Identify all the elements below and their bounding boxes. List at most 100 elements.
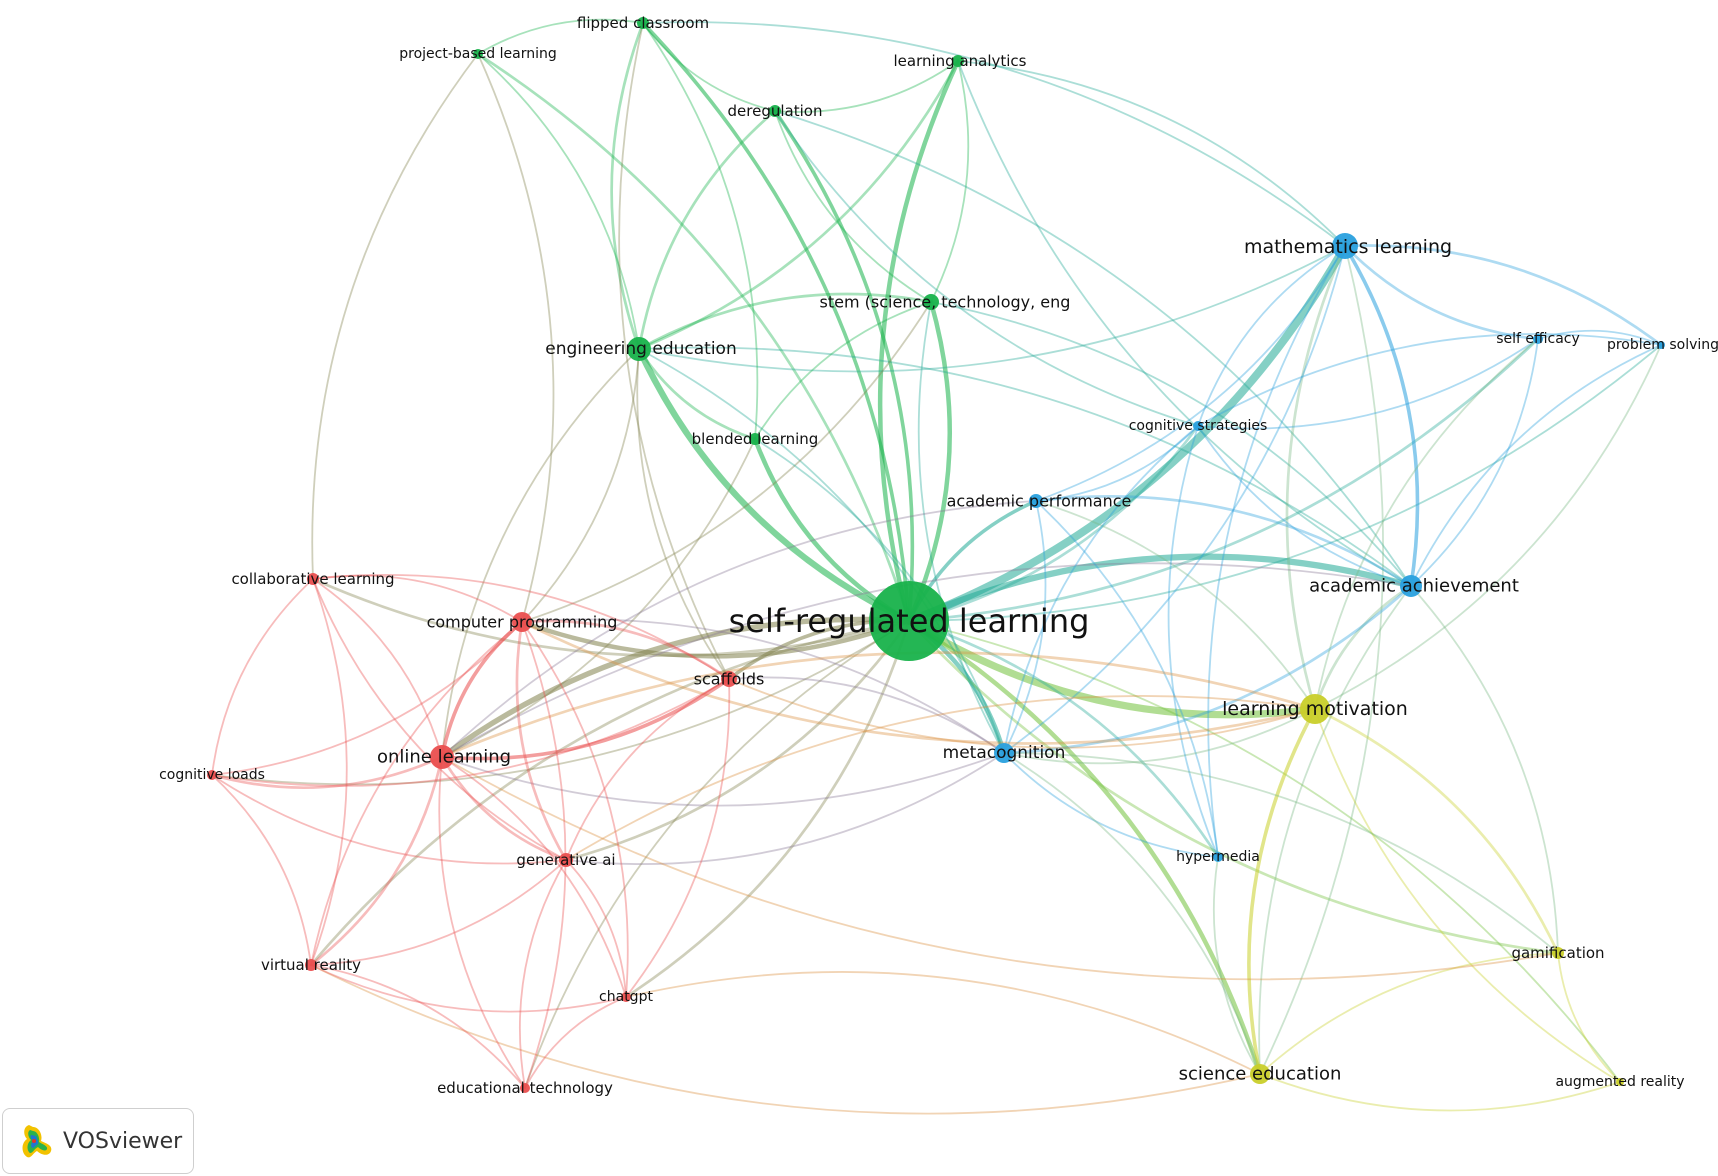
link-meta-cogstr: [1003, 425, 1199, 754]
node-label-scaff[interactable]: scaffolds: [694, 670, 765, 689]
node-scaff[interactable]: [721, 671, 737, 687]
node-label-comp[interactable]: computer programming: [427, 613, 618, 632]
node-dereg[interactable]: [769, 105, 781, 117]
link-acperf-online: [441, 500, 1037, 758]
link-collab-cogload: [211, 578, 314, 776]
link-cogload-genai: [211, 774, 567, 865]
label-layer: self-regulated learning engineering educa…: [159, 14, 1718, 1097]
node-label-math[interactable]: mathematics learning: [1244, 236, 1452, 258]
node-gam[interactable]: [1552, 947, 1564, 959]
node-label-srl[interactable]: self-regulated learning: [729, 602, 1090, 640]
link-srl-pbl: [476, 52, 911, 623]
link-srl-stem: [906, 299, 952, 624]
link-meta-motiv: [1003, 708, 1316, 765]
link-srl-math: [905, 242, 1349, 625]
node-acperf[interactable]: [1029, 494, 1043, 508]
link-math-acach: [1343, 244, 1420, 588]
node-label-flip[interactable]: flipped classroom: [577, 14, 709, 32]
link-stem-blend: [754, 301, 932, 440]
node-label-probsolv[interactable]: problem solving: [1607, 337, 1718, 353]
node-label-motiv[interactable]: learning motivation: [1222, 698, 1408, 720]
node-label-ar[interactable]: augmented reality: [1555, 1074, 1684, 1090]
node-label-selfeff[interactable]: self efficacy: [1496, 331, 1580, 347]
link-meta-genai: [565, 752, 1005, 865]
link-cogload-vr: [211, 774, 312, 966]
link-acperf-motiv: [1035, 500, 1316, 710]
node-label-vr[interactable]: virtual reality: [261, 956, 361, 974]
node-la[interactable]: [952, 55, 964, 67]
link-eng-dereg: [637, 109, 777, 351]
link-online-edtech: [438, 756, 526, 1089]
link-online-cogload: [210, 755, 444, 790]
node-label-hyper[interactable]: hypermedia: [1176, 849, 1260, 865]
link-stem-comp: [521, 301, 932, 623]
node-math[interactable]: [1332, 233, 1358, 259]
node-cogload[interactable]: [207, 770, 217, 780]
link-acach-gam: [1410, 585, 1559, 954]
link-meta-scaff: [728, 676, 1005, 754]
node-label-stem[interactable]: stem (science, technology, eng: [820, 293, 1071, 312]
link-stem-acach: [930, 301, 1412, 587]
link-vr-edtech: [310, 964, 526, 1089]
node-eng[interactable]: [627, 337, 651, 361]
link-scaff-chatgpt: [625, 678, 731, 998]
link-dereg-flip: [642, 22, 776, 112]
link-selfeff-probsolv: [1537, 329, 1662, 346]
node-label-edtech[interactable]: educational technology: [437, 1079, 613, 1097]
node-hyper[interactable]: [1213, 852, 1223, 862]
node-label-online[interactable]: online learning: [377, 747, 511, 768]
node-label-dereg[interactable]: deregulation: [728, 102, 823, 120]
node-srl[interactable]: [869, 581, 949, 661]
node-collab[interactable]: [307, 573, 319, 585]
node-label-sci[interactable]: science education: [1179, 1064, 1342, 1085]
node-online[interactable]: [430, 745, 454, 769]
node-label-blend[interactable]: blended learning: [692, 430, 819, 448]
link-acach-cogstr: [1197, 425, 1412, 587]
node-probsolv[interactable]: [1657, 341, 1665, 349]
node-vr[interactable]: [305, 959, 317, 971]
node-label-genai[interactable]: generative ai: [516, 851, 615, 869]
node-label-pbl[interactable]: project-based learning: [399, 46, 556, 62]
link-blend-flip: [642, 22, 759, 440]
link-acperf-cogstr: [1035, 425, 1199, 502]
node-label-acperf[interactable]: academic performance: [947, 492, 1132, 511]
node-label-collab[interactable]: collaborative learning: [231, 570, 394, 588]
node-pbl[interactable]: [473, 49, 483, 59]
node-label-eng[interactable]: engineering education: [545, 339, 736, 359]
node-stem[interactable]: [923, 294, 939, 310]
node-sci[interactable]: [1250, 1064, 1270, 1084]
node-label-la[interactable]: learning analytics: [893, 52, 1026, 70]
link-la-math: [957, 60, 1346, 247]
node-motiv[interactable]: [1300, 694, 1330, 724]
node-ar[interactable]: [1616, 1078, 1624, 1086]
node-label-gam[interactable]: gamification: [1511, 944, 1604, 962]
link-online-chatgpt: [441, 756, 627, 998]
node-label-chatgpt[interactable]: chatgpt: [599, 989, 653, 1005]
node-label-meta[interactable]: metacognition: [943, 743, 1066, 763]
node-comp[interactable]: [512, 612, 532, 632]
node-label-acach[interactable]: academic achievement: [1309, 576, 1519, 597]
link-math-hyper: [1207, 245, 1346, 858]
node-edtech[interactable]: [520, 1083, 530, 1093]
link-meta-hyper: [1003, 752, 1219, 858]
node-chatgpt[interactable]: [621, 992, 631, 1002]
node-blend[interactable]: [749, 433, 761, 445]
link-math-meta: [1003, 245, 1346, 754]
link-online-collab: [312, 578, 443, 758]
node-label-cogstr[interactable]: cognitive strategies: [1129, 418, 1268, 434]
node-flip[interactable]: [637, 17, 649, 29]
link-gam-ar: [1557, 952, 1621, 1083]
link-comp-cogload: [211, 621, 523, 776]
link-srl-probsolv: [908, 344, 1662, 622]
node-selfeff[interactable]: [1533, 334, 1543, 344]
node-cogstr[interactable]: [1193, 421, 1203, 431]
link-cogstr-hyper: [1167, 425, 1219, 858]
node-meta[interactable]: [994, 743, 1014, 763]
link-vr-chatgpt: [310, 964, 627, 1013]
node-genai[interactable]: [559, 853, 573, 867]
node-label-cogload[interactable]: cognitive loads: [159, 767, 265, 783]
vosviewer-logo-icon: [22, 1125, 52, 1158]
node-acach[interactable]: [1400, 575, 1422, 597]
link-srl-cogload: [211, 620, 910, 786]
